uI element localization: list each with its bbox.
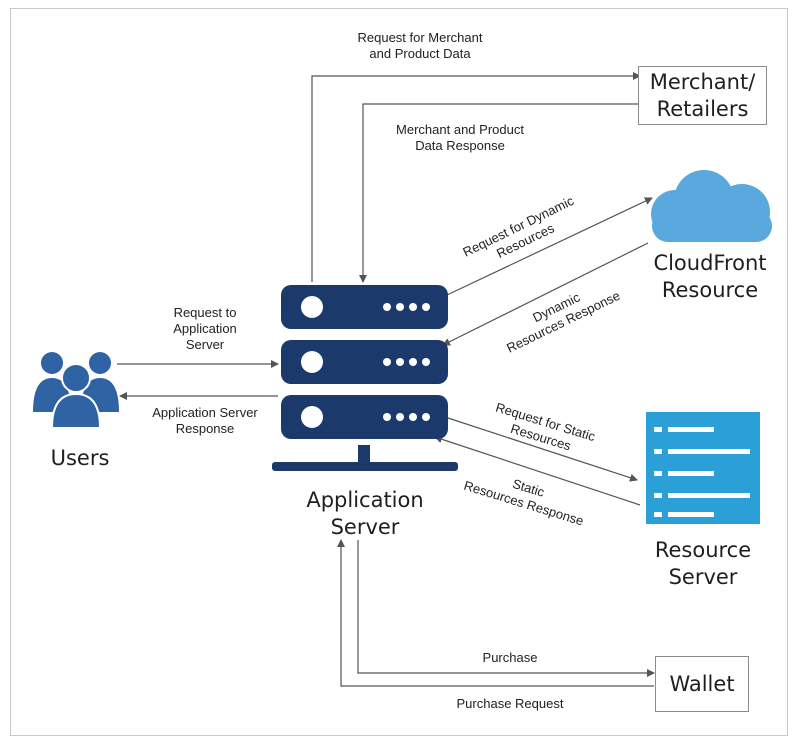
request-merchant-label: Request for Merchant and Product Data bbox=[357, 30, 483, 61]
cloud-icon bbox=[651, 170, 772, 242]
merchant-response-label: Merchant and Product Data Response bbox=[396, 122, 524, 153]
purchase-label: Purchase bbox=[482, 650, 538, 665]
merchant-retailers-label: Merchant/ Retailers bbox=[649, 69, 756, 121]
edge-request-merchant bbox=[311, 72, 641, 282]
cloudfront-resource-label: CloudFront Resource bbox=[653, 251, 767, 302]
edge-static-response bbox=[434, 435, 641, 506]
edge-merchant-response bbox=[359, 103, 640, 283]
edge-purchase bbox=[357, 540, 655, 677]
wallet-node: Wallet bbox=[655, 656, 749, 712]
server-rack-icon bbox=[272, 285, 458, 471]
purchase-request-label: Purchase Request bbox=[456, 696, 564, 711]
edge-purchase-request bbox=[337, 539, 654, 687]
wallet-label: Wallet bbox=[669, 671, 735, 696]
app-response-label: Application Server Response bbox=[152, 405, 258, 436]
users-label: Users bbox=[50, 446, 110, 470]
merchant-retailers-node: Merchant/ Retailers bbox=[638, 66, 767, 125]
application-server-label: Application Server bbox=[306, 488, 424, 539]
resource-server-label: Resource Server bbox=[654, 538, 752, 589]
request-app-label: Request to Application Server bbox=[173, 305, 237, 352]
edge-request-static bbox=[447, 417, 638, 482]
server-stack-icon bbox=[646, 412, 760, 524]
edge-dynamic-response bbox=[442, 242, 649, 346]
edge-request-dynamic bbox=[446, 197, 653, 296]
users-group-icon bbox=[33, 352, 119, 429]
